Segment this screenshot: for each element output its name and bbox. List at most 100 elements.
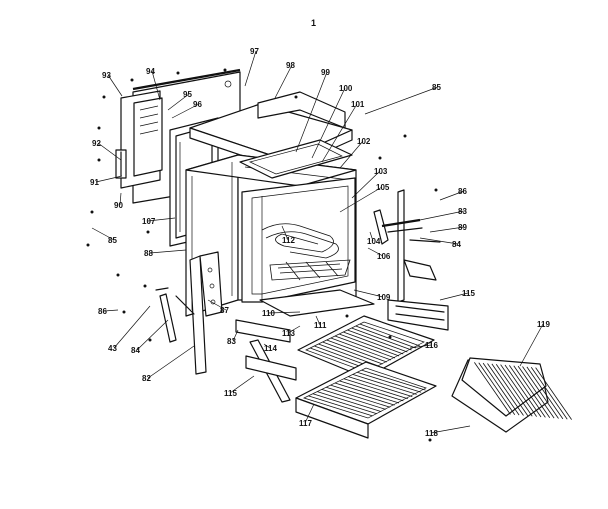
part-number-label: 105: [376, 183, 390, 192]
leader-line: [263, 343, 271, 349]
rack-wire: [361, 369, 426, 391]
leader-line: [95, 175, 123, 183]
leader-line: [429, 226, 465, 233]
part-number-label: 87: [220, 306, 229, 315]
part-number-label: 96: [193, 100, 202, 109]
leader-line: [409, 344, 432, 349]
rack-wire: [526, 366, 564, 420]
rack-wire: [530, 367, 568, 420]
leader-line: [439, 190, 465, 201]
oven-rack-lower: [295, 361, 437, 439]
door-assembly: [115, 90, 163, 189]
leader-line: [147, 345, 195, 379]
rack-wire: [357, 371, 422, 393]
part-number-label: 85: [108, 236, 117, 245]
part-number-label: 101: [351, 100, 365, 109]
part-number-label: 114: [264, 344, 277, 353]
part-number-label: 95: [183, 90, 192, 99]
leader-line: [287, 325, 301, 334]
leader-line: [519, 323, 544, 367]
part-number-label: 94: [146, 67, 155, 76]
oven-rack-upper: [297, 315, 435, 379]
left-rail: [155, 287, 177, 343]
leader-line: [311, 87, 346, 159]
oven-cavity: [241, 177, 356, 303]
part-number-label: 84: [131, 346, 140, 355]
rack-wire: [495, 364, 533, 417]
part-number-label: 98: [286, 61, 295, 70]
leader-line: [229, 375, 255, 394]
part-number-label: 102: [357, 137, 371, 146]
part-number-label: 116: [425, 341, 438, 350]
part-number-label: 112: [282, 236, 295, 245]
right-rail: [403, 259, 437, 281]
leader-line: [321, 103, 358, 163]
rack-wire: [347, 329, 408, 353]
leader-line: [91, 227, 115, 241]
part-number-label: 118: [425, 429, 438, 438]
rack-wire: [522, 366, 559, 419]
leader-line: [136, 319, 169, 351]
part-number-label: 90: [114, 201, 123, 210]
rack-wire: [491, 363, 529, 417]
leader-line: [430, 425, 471, 434]
part-number-label: 84: [452, 240, 461, 249]
leader-line: [339, 140, 364, 169]
rack-wire: [330, 337, 391, 361]
leader-line: [107, 74, 123, 97]
rack-wire: [348, 376, 413, 397]
rack-wire: [330, 384, 395, 406]
part-number-label: 89: [458, 223, 467, 232]
part-number-label: 92: [92, 139, 101, 148]
leader-line: [353, 289, 384, 298]
bake-element: [261, 223, 339, 259]
leader-line: [339, 186, 383, 213]
part-number-label: 91: [90, 178, 99, 187]
leader-line: [244, 50, 257, 87]
part-number-label: 107: [142, 217, 156, 226]
leader-line: [281, 225, 289, 241]
rack-wire: [355, 325, 416, 349]
part-number-label: 85: [432, 83, 441, 92]
part-number-label: 110: [262, 309, 275, 318]
lower-left-rail: [245, 339, 297, 403]
leader-line: [113, 305, 151, 349]
leader-line: [97, 142, 122, 161]
leader-line: [351, 170, 381, 199]
leader-line: [295, 71, 328, 153]
part-number-label: 117: [299, 419, 312, 428]
lower-mid-rail: [235, 319, 291, 343]
part-number-label: 109: [377, 293, 391, 302]
leader-line: [232, 329, 239, 342]
rack-wire: [334, 335, 396, 359]
part-number-label: 82: [142, 374, 151, 383]
callout-leaders: [91, 50, 544, 434]
rack-wire: [339, 380, 404, 402]
part-number-label: 100: [339, 84, 353, 93]
leader-line: [151, 70, 161, 101]
part-number-label: 106: [377, 252, 391, 261]
right-bracket-small: [373, 209, 389, 245]
leader-line: [167, 93, 190, 111]
rack-wire: [343, 378, 408, 400]
rack-wire: [487, 363, 524, 416]
part-number-label: 115: [224, 389, 237, 398]
oven-bottom-panel: [259, 289, 375, 317]
part-number-label: 103: [374, 167, 388, 176]
leader-line: [103, 309, 119, 312]
part-number-label: 83: [458, 207, 467, 216]
rack-wire: [334, 382, 400, 404]
rack-wire: [509, 365, 546, 418]
rack-wire: [312, 393, 377, 415]
part-number-label: 88: [144, 249, 153, 258]
part-number-label: 113: [282, 329, 295, 338]
leader-line: [207, 299, 227, 311]
leader-line: [364, 86, 439, 115]
rack-wire: [308, 395, 373, 417]
fastener-screw: [86, 68, 441, 442]
rack-wire: [326, 339, 387, 363]
rack-wire: [500, 364, 537, 417]
